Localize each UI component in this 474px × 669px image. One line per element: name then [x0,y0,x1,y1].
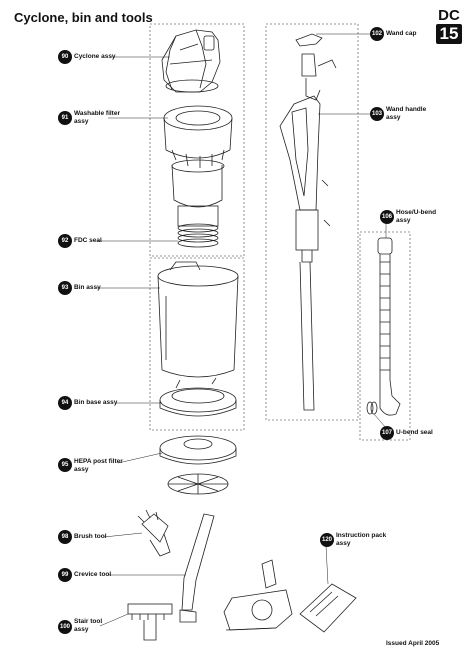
part-number-badge: 103 [370,107,384,121]
part-number-badge: 120 [320,533,334,547]
wand-cap-drawing [295,33,337,101]
part-number-badge: 107 [380,426,394,440]
leader-lines [96,33,387,627]
brush-tool-drawing [137,509,171,557]
part-label-wand-cap: Wand cap [386,30,417,37]
part-number-badge: 106 [380,210,394,224]
hose-ubend-drawing [377,237,401,416]
part-number-badge: 91 [58,111,72,125]
cyclone-group-frame [149,23,411,441]
instruction-pack-drawing [299,583,357,633]
part-label-bin-base: Bin base assy [74,399,118,406]
crevice-tool-drawing [179,513,215,623]
wand-handle-drawing [279,95,331,411]
part-label-fdc-seal: FDC seal [74,237,102,244]
logo-model-prefix: DC [438,7,460,24]
washable-filter-drawing [163,105,233,208]
part-number-badge: 90 [58,50,72,64]
part-number-badge: 98 [58,530,72,544]
part-number-badge: 92 [58,234,72,248]
part-label-hepa-filter: HEPA post filter assy [74,458,123,473]
bin-assy-drawing [157,261,239,378]
logo-model-number: 15 [436,24,462,44]
part-number-badge: 99 [58,568,72,582]
part-label-crevice-tool: Crevice tool [74,571,112,578]
ubend-seal-drawing [366,401,378,415]
turbine-tool-drawing [223,559,293,631]
part-label-bin-assy: Bin assy [74,284,101,291]
part-label-ubend-seal: U-bend seal [396,429,433,436]
fdc-seal-drawing [177,205,219,248]
part-number-badge: 95 [58,458,72,472]
part-label-brush-tool: Brush tool [74,533,107,540]
stair-tool-drawing [127,603,173,641]
cyclone-assy-drawing [161,29,221,93]
part-label-washable-filter: Washable filter assy [74,110,120,125]
part-label-cyclone-assy: Cyclone assy [74,53,116,60]
bin-base-drawing [159,377,237,417]
part-number-badge: 100 [58,620,72,634]
part-label-instruction-pack: Instruction pack assy [336,532,387,547]
part-number-badge: 94 [58,396,72,410]
hepa-filter-drawing [159,435,237,495]
issued-date: Issued April 2005 [386,640,440,647]
part-label-wand-handle: Wand handle assy [386,106,427,121]
part-number-badge: 93 [58,281,72,295]
dc15-logo: DC 15 [436,8,462,44]
part-number-badge: 102 [370,27,384,41]
page-title: Cyclone, bin and tools [14,10,153,25]
part-label-stair-tool: Stair tool assy [74,618,103,633]
part-label-hose-ubend: Hose/U-bend assy [396,209,437,224]
